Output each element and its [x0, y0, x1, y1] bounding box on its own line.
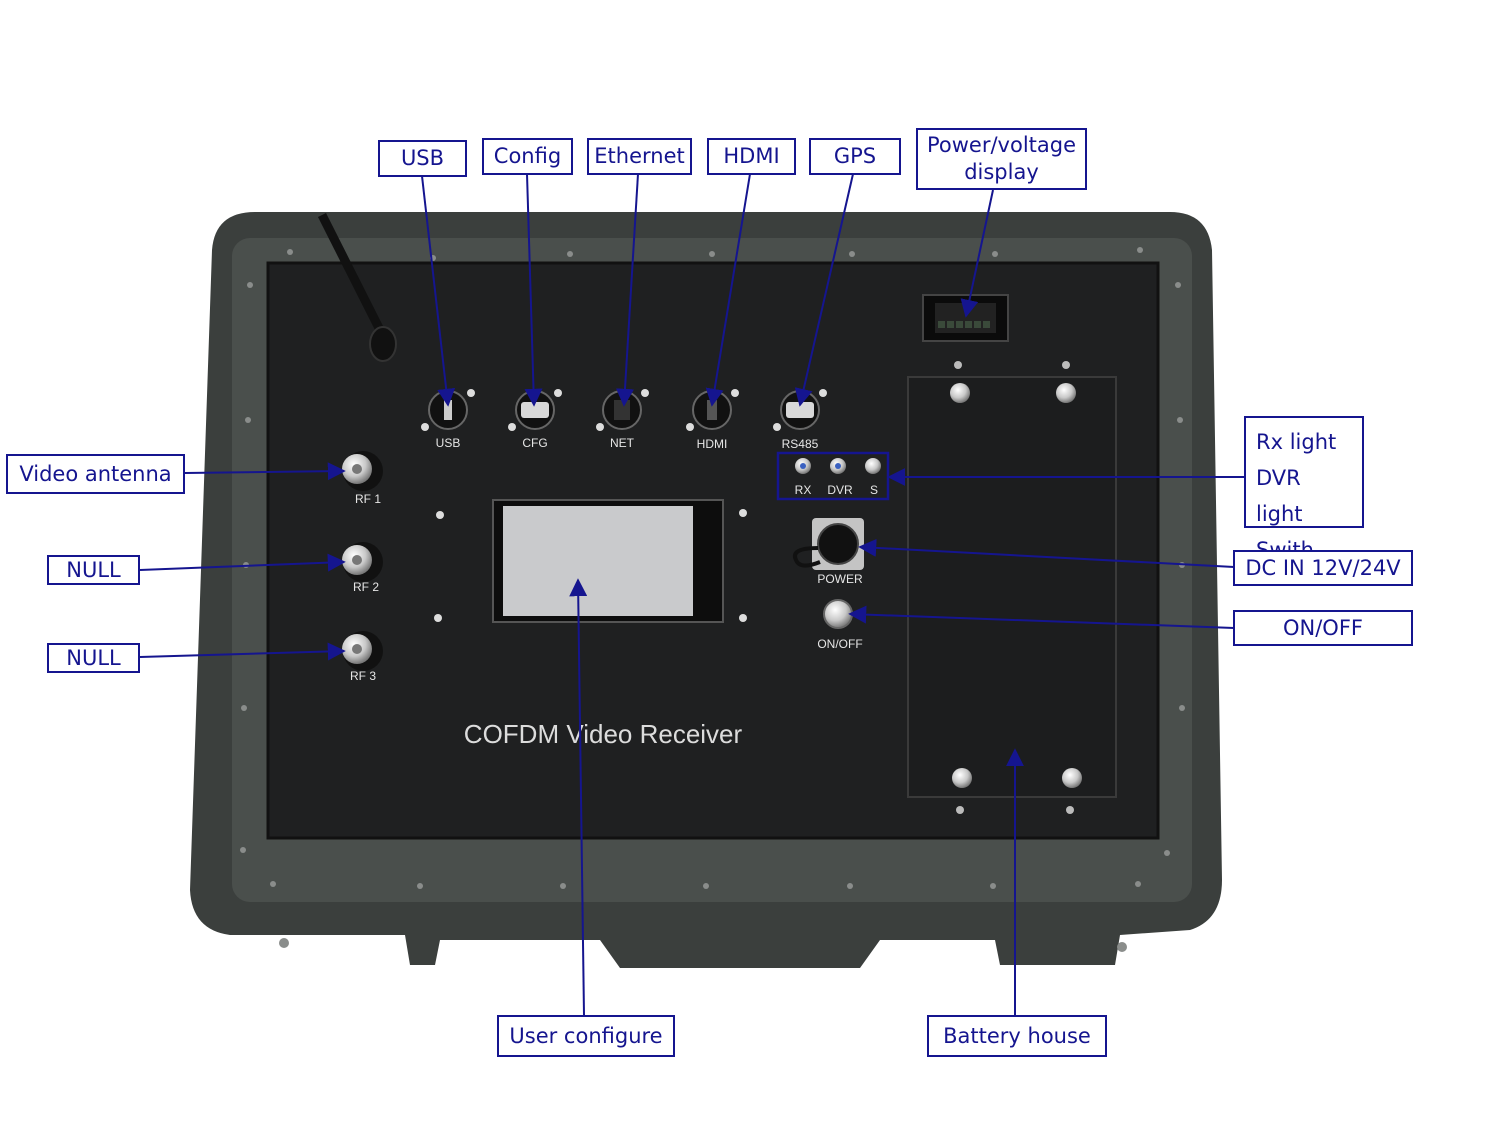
- battery-knobs: [950, 383, 1082, 788]
- rs485-connector[interactable]: [780, 390, 820, 430]
- callout-gps: GPS: [809, 138, 901, 175]
- net-panel-label: NET: [610, 436, 635, 450]
- callout-arrows: [139, 173, 1245, 1016]
- cfg-panel-label: CFG: [522, 436, 547, 450]
- callout-indicators: Rx light DVR light Swith: [1244, 416, 1364, 562]
- switch-toggle[interactable]: [865, 458, 881, 474]
- callout-usb: USB: [378, 140, 467, 177]
- rf2-connector[interactable]: [342, 542, 383, 582]
- callout-video-antenna: Video antenna: [6, 454, 185, 494]
- cfg-connector[interactable]: [515, 390, 555, 430]
- callout-null-2: NULL: [47, 643, 140, 673]
- cable-grommet: [369, 326, 397, 362]
- callout-dc-in: DC IN 12V/24V: [1233, 550, 1413, 586]
- callout-null-1: NULL: [47, 555, 140, 585]
- callout-power-display: Power/voltage display: [916, 128, 1087, 190]
- cable: [317, 212, 385, 333]
- case-screws: [240, 247, 1185, 952]
- callout-config: Config: [482, 138, 573, 175]
- callout-user-configure: User configure: [497, 1015, 675, 1057]
- callout-battery-house: Battery house: [927, 1015, 1107, 1057]
- onoff-panel-label: ON/OFF: [817, 637, 862, 651]
- on-off-button[interactable]: [823, 599, 853, 629]
- dvr-panel-label: DVR: [827, 483, 853, 497]
- callout-rx-light: Rx light: [1256, 430, 1337, 454]
- dc-in-connector[interactable]: [793, 518, 864, 570]
- power-panel-label: POWER: [817, 572, 863, 586]
- rs485-panel-label: RS485: [782, 437, 819, 451]
- rf3-connector[interactable]: [342, 631, 383, 671]
- callout-ethernet: Ethernet: [587, 138, 692, 175]
- callout-on-off: ON/OFF: [1233, 610, 1413, 646]
- rx-panel-label: RX: [795, 483, 812, 497]
- hdmi-connector[interactable]: [692, 390, 732, 430]
- rf1-connector[interactable]: [342, 451, 383, 491]
- net-connector[interactable]: [602, 390, 642, 430]
- rf1-panel-label: RF 1: [355, 492, 381, 506]
- battery-cover: [907, 376, 1117, 798]
- rf2-panel-label: RF 2: [353, 580, 379, 594]
- hdmi-panel-label: HDMI: [697, 437, 728, 451]
- s-panel-label: S: [870, 483, 878, 497]
- usb-panel-label: USB: [436, 436, 461, 450]
- callout-dvr-light: DVR light: [1256, 466, 1303, 526]
- rf3-panel-label: RF 3: [350, 669, 376, 683]
- device-title: COFDM Video Receiver: [464, 719, 743, 749]
- lcd-screen[interactable]: [503, 506, 693, 616]
- callout-hdmi: HDMI: [707, 138, 796, 175]
